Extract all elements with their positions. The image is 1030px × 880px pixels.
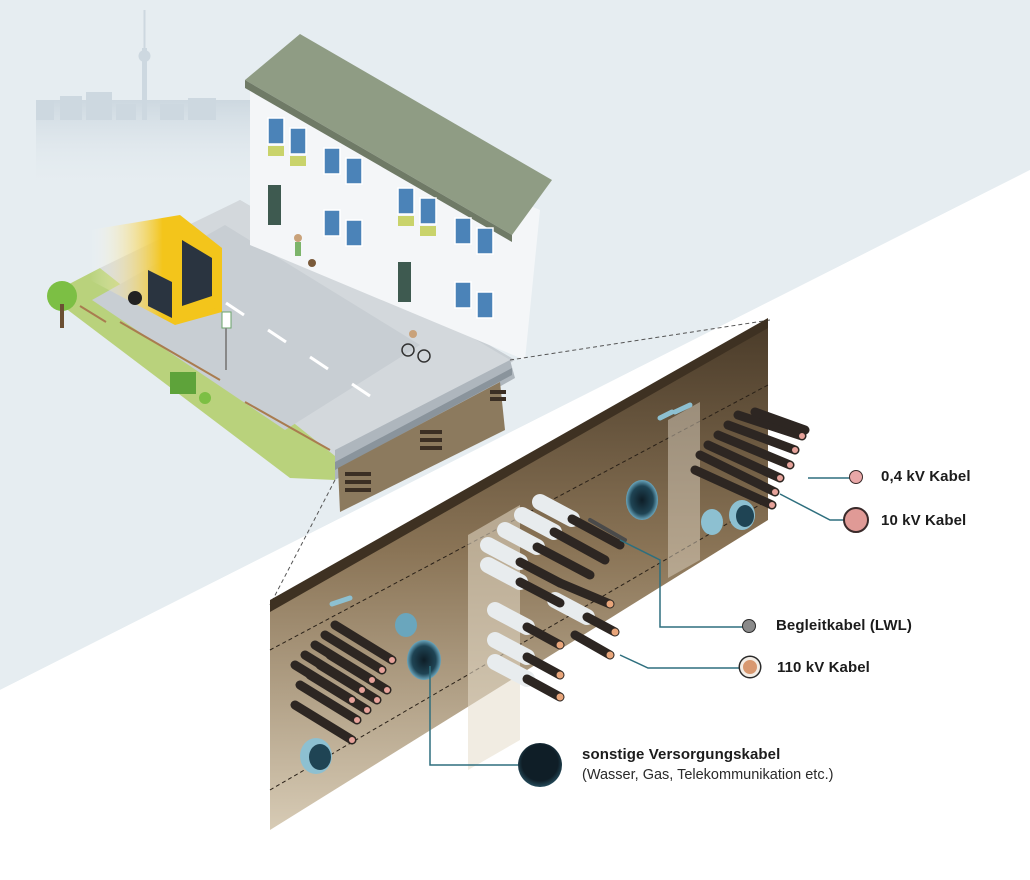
legend-label-04kv: 0,4 kV Kabel	[881, 468, 971, 485]
legend-label-10kv: 10 kV Kabel	[881, 511, 967, 529]
legend-item-110kv: 110 kV Kabel	[740, 657, 870, 677]
house	[245, 34, 552, 360]
underground-section	[269, 318, 810, 830]
legend-item-10kv: 10 kV Kabel	[843, 507, 966, 533]
legend-label-110kv: 110 kV Kabel	[777, 658, 870, 676]
legend-item-other: sonstige Versorgungskabel (Wasser, Gas, …	[518, 743, 833, 787]
street-details	[47, 234, 431, 451]
dark-pipe-icon	[518, 743, 562, 787]
legend-item-04kv: 0,4 kV Kabel	[849, 468, 971, 485]
legend-item-lwl: Begleitkabel (LWL)	[742, 617, 912, 634]
bus	[90, 215, 222, 325]
legend-sublabel-other: (Wasser, Gas, Telekommunikation etc.)	[582, 767, 834, 783]
pink-cable-dot-icon	[849, 469, 863, 484]
city-skyline	[36, 10, 251, 190]
legend-label-other: sonstige Versorgungskabel	[582, 746, 781, 763]
copper-cable-dot-icon	[740, 657, 760, 677]
legend-label-lwl: Begleitkabel (LWL)	[776, 617, 912, 634]
grey-cable-dot-icon	[742, 618, 756, 633]
pink-cable-dot-icon	[843, 507, 869, 533]
